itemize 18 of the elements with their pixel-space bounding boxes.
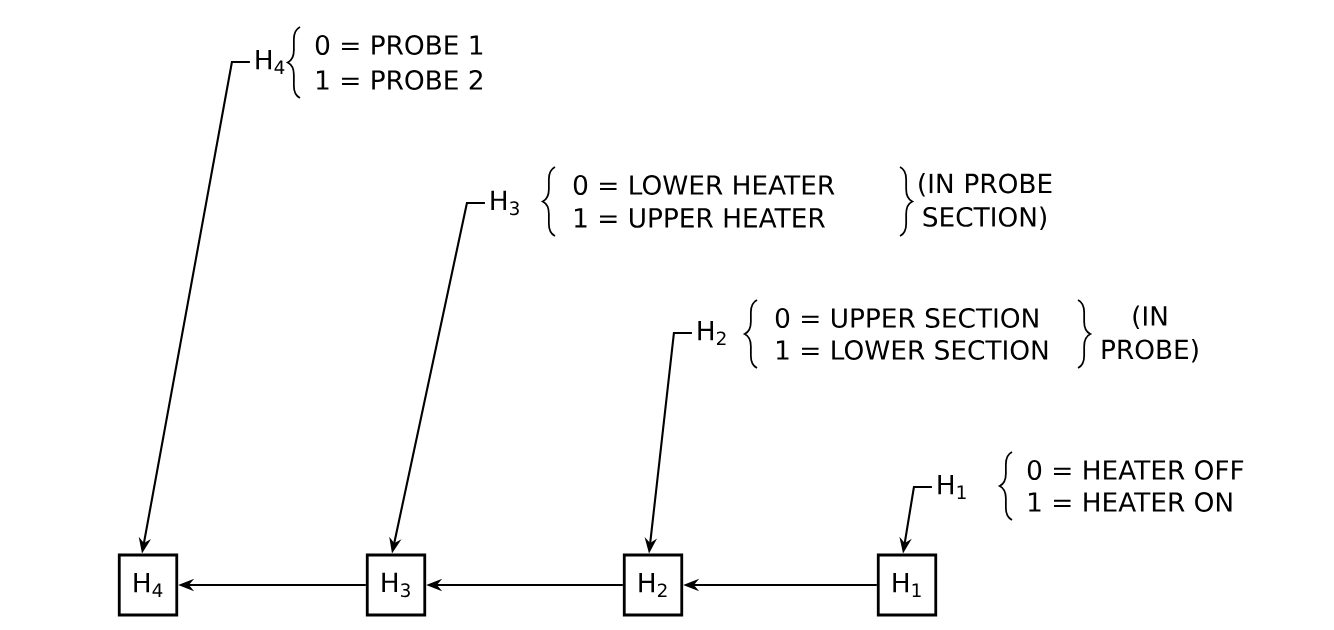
register-box: H$_{1}$	[876, 553, 938, 617]
register-box: H$_{2}$	[622, 553, 684, 617]
bit-label: H$_{3}$	[491, 190, 519, 216]
value-text: 0 = HEATER OFF	[1027, 460, 1244, 480]
value-text: 0 = UPPER SECTION	[775, 308, 1038, 328]
bit-label: H$_{1}$	[938, 475, 966, 499]
register-box: H$_{4}$	[117, 553, 179, 617]
value-text: 1 = HEATER ON	[1029, 492, 1232, 512]
value-text: 1 = LOWER SECTION	[777, 340, 1048, 360]
value-text: 0 = LOWER HEATER	[573, 175, 835, 195]
register-box: H$_{3}$	[365, 553, 427, 617]
value-text: 0 = PROBE 1	[315, 35, 483, 55]
bit-label: H$_{2}$	[698, 320, 726, 346]
value-text: 1 = UPPER HEATER	[575, 208, 825, 228]
bit-label: H$_{4}$	[256, 50, 285, 74]
note-text: (IN PROBE SECTION)	[919, 173, 1052, 230]
note-text: (IN PROBE)	[1102, 305, 1198, 363]
value-text: 1 = PROBE 2	[317, 70, 482, 90]
